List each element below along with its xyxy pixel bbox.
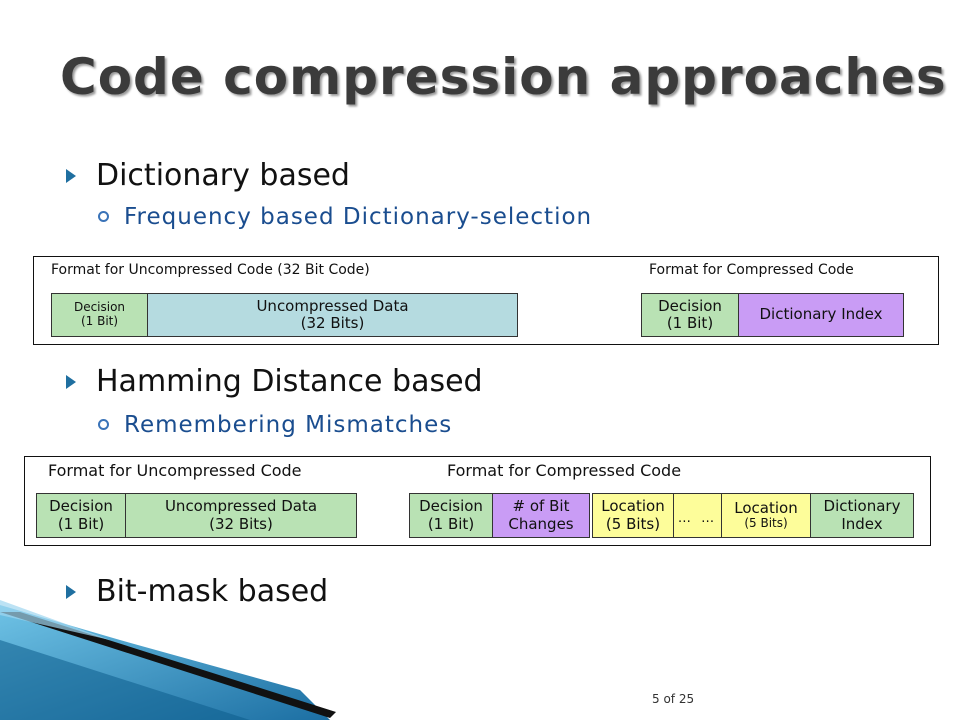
ellipsis-right: … [701, 511, 718, 527]
decision-field: Decision (1 Bit) [51, 293, 148, 337]
bullet-text: Bit-mask based [96, 574, 329, 609]
sub-bullet-ring-icon [98, 211, 109, 222]
uncompressed-data-bits: (32 Bits) [300, 314, 365, 332]
bit-changes-label-2: Changes [508, 514, 574, 533]
location-label: Location [734, 498, 798, 517]
decision-label: Decision [49, 497, 113, 516]
decision-label: Decision [73, 300, 126, 315]
sub-bullet-text: Frequency based Dictionary-selection [124, 204, 593, 230]
decision-bits: (1 Bit) [427, 514, 475, 533]
uncompressed-data-label: Uncompressed Data [164, 497, 318, 516]
sub-bullet-mismatches: Remembering Mismatches [98, 412, 453, 438]
compressed-format-caption: Format for Compressed Code [447, 461, 682, 480]
bullet-dictionary-based: Dictionary based [66, 158, 350, 193]
decision-bits: (1 Bit) [57, 514, 105, 533]
location-label: Location [601, 497, 665, 516]
bullet-arrow-icon [66, 585, 76, 599]
location-bits: (5 Bits) [744, 516, 788, 531]
sub-bullet-text: Remembering Mismatches [124, 412, 453, 438]
slide-title: Code compression approaches [60, 48, 947, 106]
uncompressed-data-label: Uncompressed Data [256, 296, 409, 315]
uncompressed-format-caption: Format for Uncompressed Code (32 Bit Cod… [51, 262, 370, 278]
location-field-first: Location (5 Bits) [592, 493, 674, 538]
bullet-arrow-icon [66, 169, 76, 183]
decision-bits: (1 Bit) [666, 314, 714, 332]
dictionary-index-label: Dictionary Index [759, 305, 883, 324]
compressed-decision-field: Decision (1 Bit) [641, 293, 739, 337]
dictionary-index-field: Dictionary Index [738, 293, 904, 337]
ellipsis-left: … [677, 511, 694, 527]
compressed-decision-field: Decision (1 Bit) [409, 493, 493, 538]
uncompressed-format-caption: Format for Uncompressed Code [48, 461, 302, 480]
bullet-arrow-icon [66, 375, 76, 389]
uncompressed-data-bits: (32 Bits) [209, 514, 273, 533]
decision-label: Decision [658, 296, 722, 315]
decision-field: Decision (1 Bit) [36, 493, 126, 538]
bullet-text: Hamming Distance based [96, 364, 483, 399]
compressed-format-caption: Format for Compressed Code [649, 262, 854, 278]
dictionary-label: Dictionary [823, 497, 901, 516]
index-label: Index [841, 514, 883, 533]
dictionary-index-field: Dictionary Index [810, 493, 914, 538]
bit-changes-field: # of Bit Changes [492, 493, 590, 538]
decision-bits: (1 Bit) [80, 314, 119, 328]
sub-bullet-ring-icon [98, 419, 109, 430]
uncompressed-data-field: Uncompressed Data (32 Bits) [147, 293, 518, 337]
ellipsis-text: … … [677, 511, 718, 527]
location-field-last: Location (5 Bits) [721, 493, 811, 538]
sub-bullet-frequency: Frequency based Dictionary-selection [98, 204, 593, 230]
page-number: 5 of 25 [652, 692, 695, 706]
bullet-hamming-distance: Hamming Distance based [66, 364, 483, 399]
decision-label: Decision [419, 497, 483, 516]
location-bits: (5 Bits) [605, 514, 661, 533]
bit-changes-label: # of Bit [512, 497, 570, 516]
location-ellipsis-field: … … [673, 493, 722, 538]
bullet-text: Dictionary based [96, 158, 350, 193]
bullet-bit-mask: Bit-mask based [66, 574, 329, 609]
uncompressed-data-field: Uncompressed Data (32 Bits) [125, 493, 357, 538]
